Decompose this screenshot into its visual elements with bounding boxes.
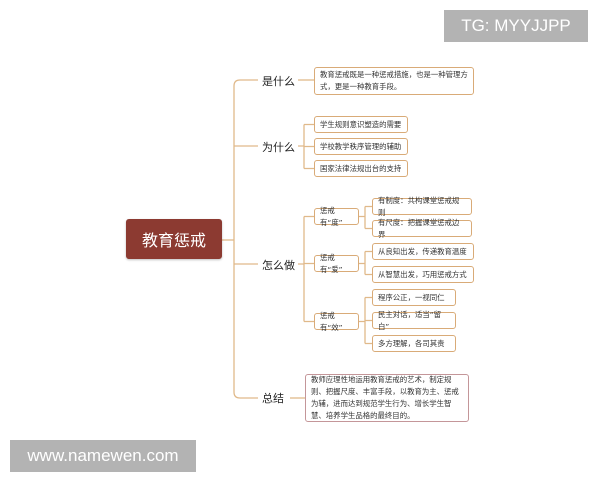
effect-connector (359, 296, 372, 345)
watermark-top-right: TG: MYYJJPP (444, 10, 588, 42)
how-effect-item-3: 多方理解，各司其责 (372, 335, 456, 352)
root-node: 教育惩戒 (126, 219, 222, 259)
how-connector (298, 215, 314, 323)
how-effect-item-2: 民主对话，适当“留白” (372, 310, 456, 331)
how-group-effect: 惩戒有“效” (314, 311, 359, 332)
how-love-item-1: 从良知出发，传递教育温度 (372, 243, 474, 260)
degree-connector (359, 205, 372, 230)
why-item-1: 学生规则意识塑造的需要 (314, 116, 408, 133)
how-love-item-2: 从智慧出发，巧用惩戒方式 (372, 266, 474, 283)
how-group-degree: 惩戒有“度” (314, 206, 359, 227)
why-item-3: 国家法律法规出台的支持 (314, 160, 408, 177)
how-degree-item-1: 有制度：共构课堂惩戒规则 (372, 196, 472, 217)
what-text: 教育惩戒既是一种惩戒措施，也是一种管理方式，更是一种教育手段。 (314, 67, 474, 95)
why-item-2: 学校教学秩序管理的辅助 (314, 138, 408, 155)
branch-why-label: 为什么 (262, 141, 295, 154)
how-group-love: 惩戒有“爱” (314, 253, 359, 274)
branch-what-label: 是什么 (262, 75, 295, 88)
trunk-line (233, 79, 258, 399)
watermark-bottom-left: www.namewen.com (10, 440, 196, 472)
how-effect-item-1: 程序公正，一视同仁 (372, 289, 456, 306)
summary-text: 教师应理性地运用教育惩戒的艺术，制定规则、把握尺度、丰富手段，以教育为主、惩戒为… (305, 374, 469, 422)
branch-how-label: 怎么做 (262, 259, 295, 272)
why-connector (298, 123, 314, 170)
how-degree-item-2: 有尺度：把握课堂惩戒边界 (372, 218, 472, 239)
love-connector (359, 250, 372, 276)
branch-summary-label: 总结 (262, 392, 284, 405)
